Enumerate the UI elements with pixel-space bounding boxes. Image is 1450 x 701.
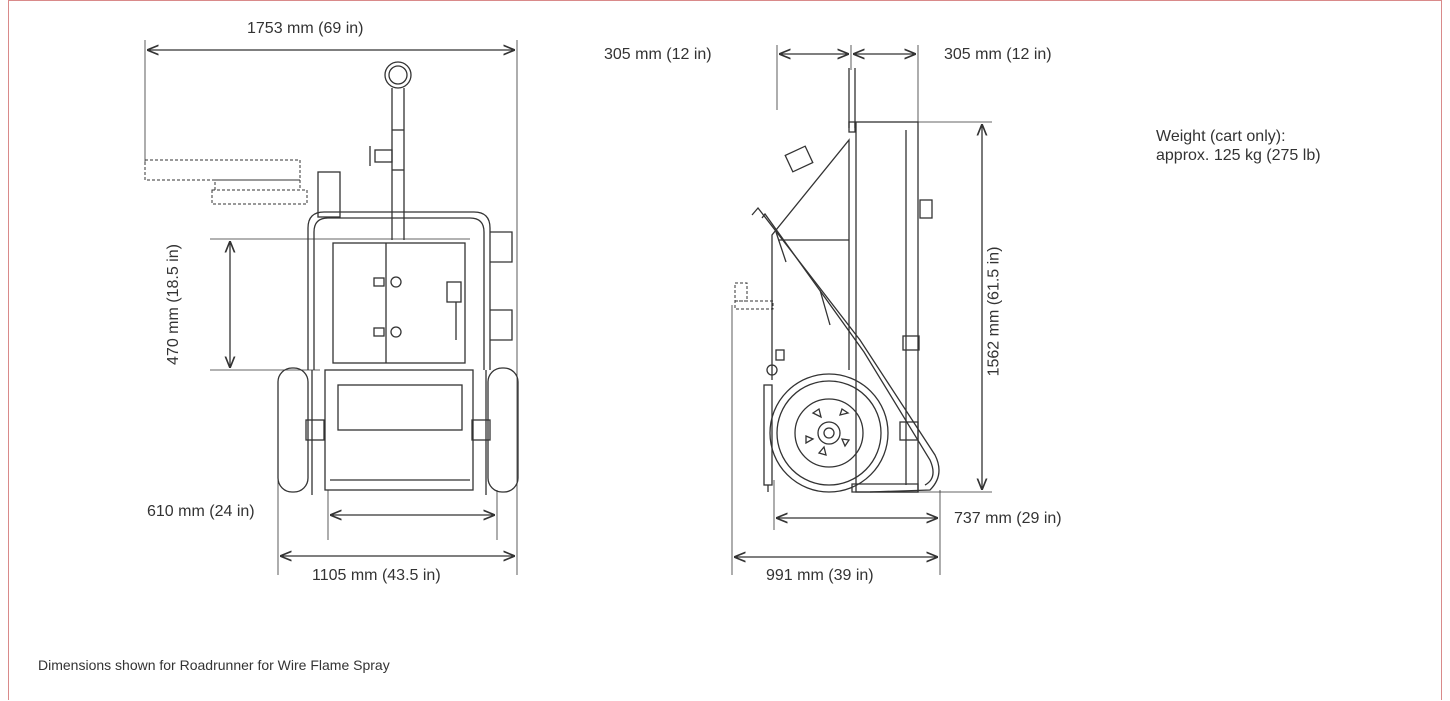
weight-line-1: Weight (cart only): (1156, 128, 1286, 145)
right-offset-label: 305 mm (12 in) (944, 46, 1052, 63)
side-front-plate (763, 349, 785, 492)
left-offset-label: 305 mm (12 in) (604, 46, 712, 63)
dim-overall-width (144, 40, 518, 575)
overall-width-label: 1753 mm (69 in) (247, 20, 364, 37)
outer-frame (307, 211, 513, 370)
height-label: 1562 mm (61.5 in) (985, 246, 1003, 377)
side-handle-frame (751, 206, 940, 493)
side-shelf-dashed (734, 282, 774, 310)
left-post (317, 171, 341, 218)
depth-label: 991 mm (39 in) (766, 567, 874, 584)
weight-note: Weight (cart only): approx. 125 kg (275 … (1156, 127, 1321, 165)
extended-shelf-dashed (144, 159, 308, 205)
dim-wheelbase (773, 480, 941, 575)
dim-base-width (277, 480, 515, 575)
base-width-label: 1105 mm (43.5 in) (312, 567, 441, 584)
caption: Dimensions shown for Roadrunner for Wire… (38, 657, 390, 673)
wheelbase-label: 737 mm (29 in) (954, 510, 1062, 527)
panel-height-label: 470 mm (18.5 in) (164, 244, 182, 365)
page-frame (8, 0, 1442, 700)
cabinet-panel (332, 242, 466, 364)
dim-panel-height (210, 238, 470, 371)
side-cabinet (771, 138, 850, 370)
dim-top-offsets (776, 45, 919, 130)
side-wheel (769, 373, 919, 493)
dim-depth (731, 305, 938, 575)
front-wheels (277, 367, 519, 495)
axle-width-label: 610 mm (24 in) (147, 503, 255, 520)
dim-axle-width (327, 490, 498, 540)
side-body (848, 68, 933, 493)
side-view (731, 45, 992, 575)
front-view (144, 40, 519, 575)
lower-box (324, 369, 474, 491)
weight-line-2: approx. 125 kg (275 lb) (1156, 147, 1321, 164)
handle-mast (369, 61, 412, 240)
